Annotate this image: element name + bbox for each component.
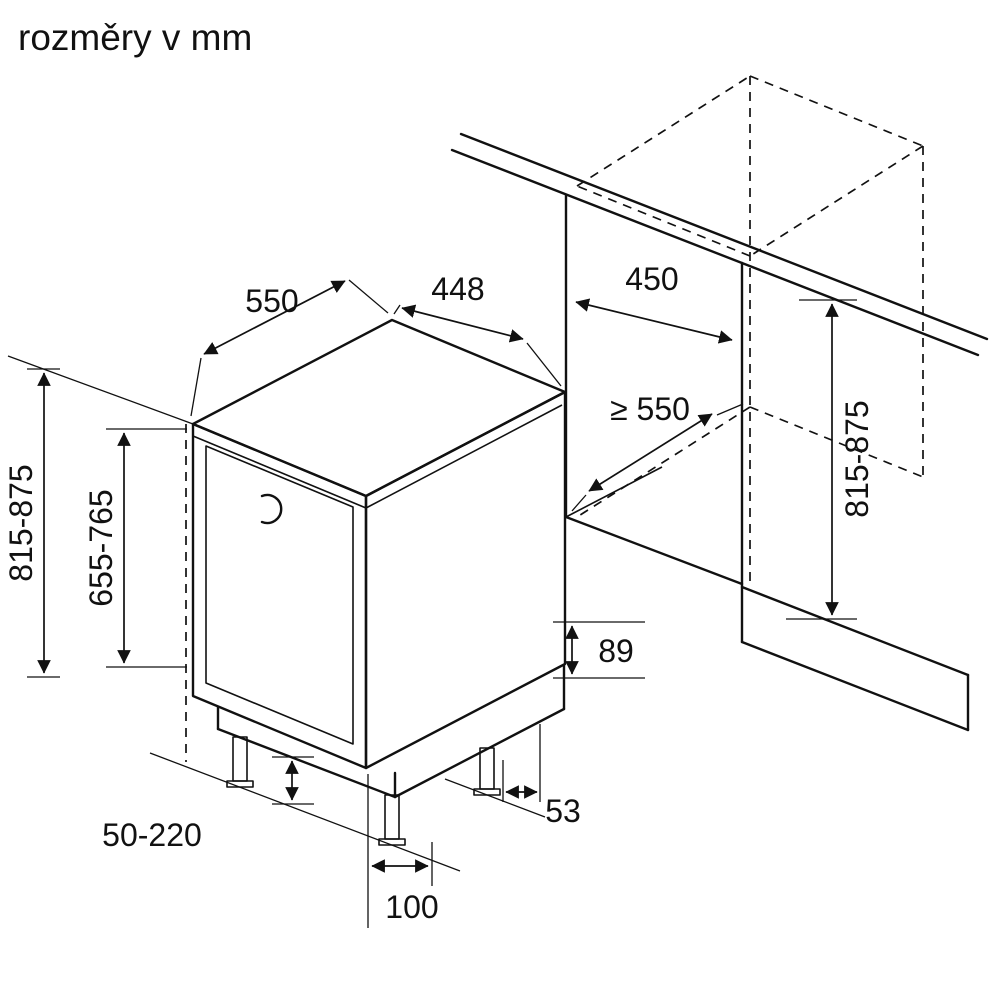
dim-door-height: 655-765 [83,428,187,668]
dim-label-rear-foot-offset: 53 [545,793,581,829]
dim-label-foot-inset: 100 [385,889,438,925]
dim-label-appliance-width: 448 [431,271,484,307]
dim-label-door-height: 655-765 [83,489,119,606]
dim-label-niche-depth: ≥ 550 [610,391,690,427]
foot-front-right [378,794,406,846]
page-title: rozměry v mm [18,17,252,58]
dim-appliance-depth: 550 [190,279,389,417]
foot-front-left [226,736,254,788]
dishwasher-feet [226,736,501,846]
dim-label-niche-height: 815-875 [839,400,875,517]
dim-label-niche-width: 450 [625,261,678,297]
dim-rear-clearance: 89 [553,621,645,679]
dim-niche-width: 450 [575,261,733,344]
door-handle-mark [260,493,283,525]
dim-appliance-height: 815-875 [3,368,60,678]
foot-rear-right [473,747,501,796]
dishwasher-door [205,445,354,745]
dim-label-plinth-height: 50-220 [102,817,202,853]
dim-label-rear-clearance: 89 [598,633,634,669]
dim-niche-depth: ≥ 550 [571,391,744,512]
dim-appliance-width: 448 [393,271,562,387]
countertop-lines [450,132,989,357]
dishwasher [191,318,567,846]
dim-label-appliance-depth: 550 [245,283,298,319]
dim-foot-inset: 100 [367,774,439,928]
dim-label-appliance-height: 815-875 [3,464,39,581]
dishwasher-base [216,663,566,799]
reference-lines [7,355,546,872]
dim-niche-height: 815-875 [786,299,875,620]
dishwasher-body [191,318,567,770]
dim-plinth-height: 50-220 [102,756,314,853]
dim-rear-foot-offset: 53 [502,724,581,829]
